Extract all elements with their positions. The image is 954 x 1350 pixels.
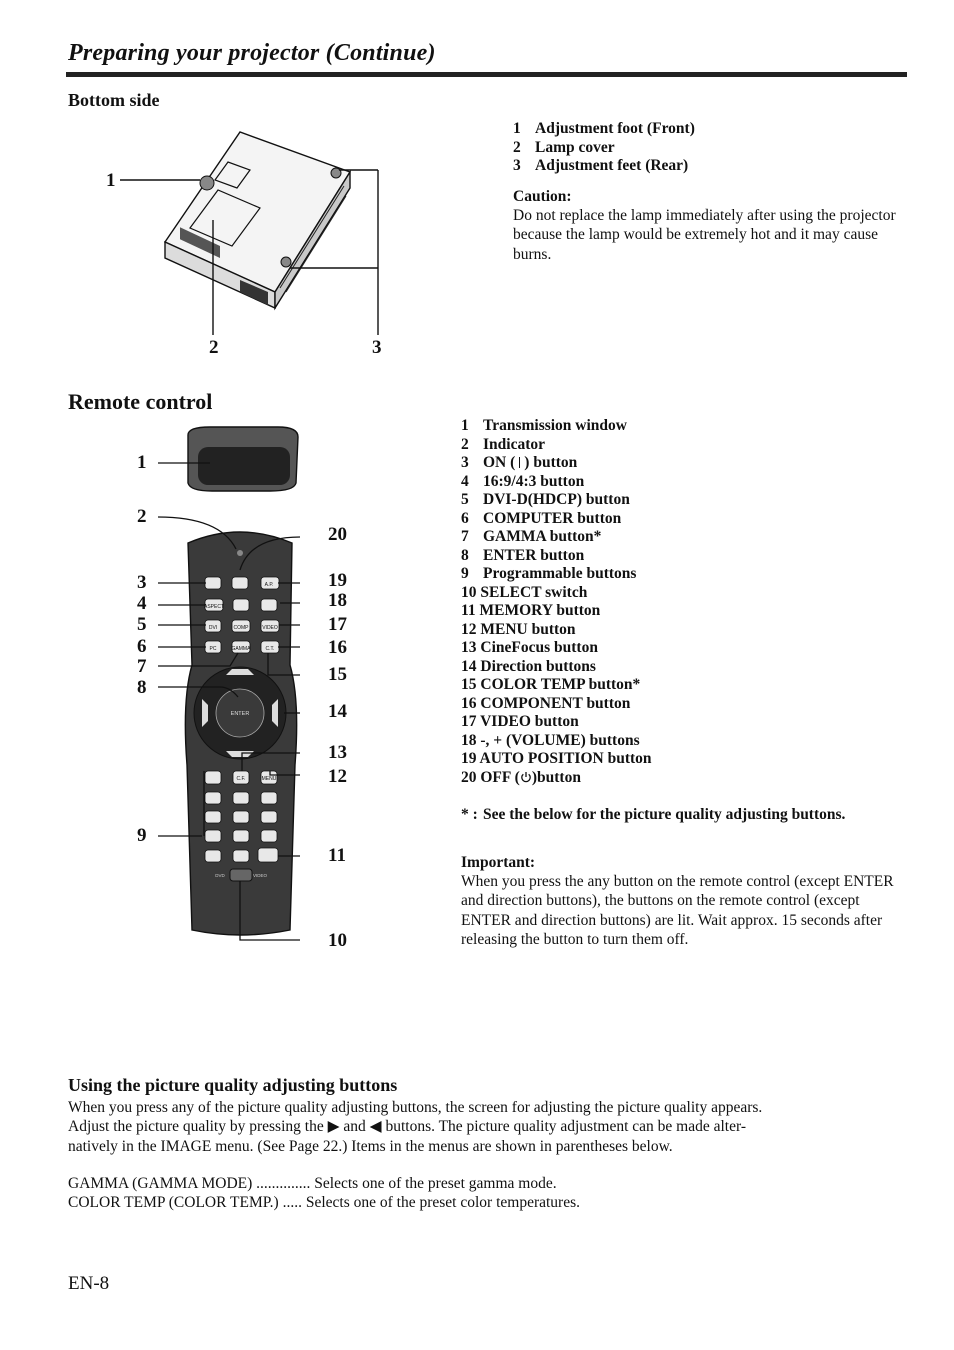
bottom-side-heading: Bottom side bbox=[68, 90, 160, 110]
svg-text:C.T.: C.T. bbox=[266, 646, 275, 652]
power-off-icon bbox=[521, 771, 531, 782]
header-rule bbox=[66, 72, 907, 77]
remote-callout-20: 20 bbox=[328, 524, 347, 545]
important-text: When you press the any button on the rem… bbox=[461, 873, 894, 948]
remote-callout-5: 5 bbox=[137, 614, 147, 635]
remote-callout-3: 3 bbox=[137, 572, 147, 593]
remote-callout-7: 7 bbox=[137, 656, 147, 677]
svg-text:A.P.: A.P. bbox=[265, 582, 274, 588]
remote-callout-lines bbox=[157, 462, 301, 941]
note-star: * : bbox=[461, 806, 478, 823]
svg-text:VIDEO: VIDEO bbox=[253, 873, 268, 878]
svg-text:PC: PC bbox=[210, 646, 217, 652]
list-item: 14 Direction buttons bbox=[461, 657, 596, 675]
svg-text:ENTER: ENTER bbox=[231, 711, 250, 717]
remote-callout-2: 2 bbox=[137, 506, 147, 527]
page-title: Preparing your projector (Continue) bbox=[68, 40, 436, 66]
remote-callout-12: 12 bbox=[328, 766, 347, 787]
remote-callout-6: 6 bbox=[137, 636, 147, 657]
svg-text:GAMMA: GAMMA bbox=[232, 646, 252, 652]
picture-quality-heading: Using the picture quality adjusting butt… bbox=[68, 1075, 398, 1095]
svg-text:MENU: MENU bbox=[262, 776, 277, 782]
list-item: 12 MENU button bbox=[461, 620, 576, 638]
list-item: 11 MEMORY button bbox=[461, 602, 601, 619]
remote-callout-18: 18 bbox=[328, 590, 347, 611]
svg-text:DVD: DVD bbox=[215, 873, 225, 878]
remote-callout-11: 11 bbox=[328, 845, 346, 866]
remote-callout-14: 14 bbox=[328, 701, 347, 722]
svg-text:DVI: DVI bbox=[209, 625, 217, 631]
remote-callout-13: 13 bbox=[328, 742, 347, 763]
svg-text:C.F.: C.F. bbox=[237, 776, 246, 782]
projector-bottom-illustration bbox=[120, 131, 379, 335]
list-item: 19 AUTO POSITION button bbox=[461, 750, 652, 767]
bottom-callout-3: 3 bbox=[372, 337, 382, 358]
power-on-icon bbox=[519, 457, 521, 468]
remote-callout-17: 17 bbox=[328, 614, 347, 635]
remote-callout-10: 10 bbox=[328, 930, 347, 951]
remote-control-heading: Remote control bbox=[68, 389, 213, 414]
bottom-callout-2: 2 bbox=[209, 337, 219, 358]
colortemp-line: COLOR TEMP (COLOR TEMP.) ..... Selects o… bbox=[68, 1194, 580, 1211]
remote-callout-1: 1 bbox=[137, 452, 147, 473]
caution-text: Do not replace the lamp immediately afte… bbox=[513, 207, 896, 263]
list-item: 17 VIDEO button bbox=[461, 713, 579, 730]
remote-callout-16: 16 bbox=[328, 637, 347, 658]
note-text: See the below for the picture quality ad… bbox=[483, 806, 846, 823]
gamma-line: GAMMA (GAMMA MODE) .............. Select… bbox=[68, 1175, 557, 1192]
left-triangle-icon: ◀ bbox=[369, 1118, 382, 1136]
caution-heading: Caution: bbox=[513, 188, 572, 205]
remote-callout-4: 4 bbox=[137, 593, 147, 614]
list-item: 15 COLOR TEMP button* bbox=[461, 676, 641, 693]
svg-text:VIDEO: VIDEO bbox=[262, 625, 278, 631]
page-number: EN-8 bbox=[68, 1273, 110, 1294]
list-item: 20 OFF ()button bbox=[461, 768, 581, 786]
svg-text:ASPECT: ASPECT bbox=[204, 604, 224, 610]
right-triangle-icon: ▶ bbox=[327, 1118, 340, 1136]
remote-callout-15: 15 bbox=[328, 664, 347, 685]
remote-callout-19: 19 bbox=[328, 570, 347, 591]
bottom-callout-1: 1 bbox=[106, 170, 116, 191]
picture-quality-body: When you press any of the picture qualit… bbox=[68, 1099, 763, 1155]
important-heading: Important: bbox=[461, 854, 536, 871]
remote-callout-8: 8 bbox=[137, 677, 147, 698]
remote-callout-9: 9 bbox=[137, 825, 147, 846]
list-item: 13 CineFocus button bbox=[461, 639, 598, 656]
svg-text:COMP: COMP bbox=[234, 625, 250, 631]
list-item: 10 SELECT switch bbox=[461, 583, 588, 601]
remote-control-illustration: A.P. ASPECT DVI COMP VIDEO PC GAMMA C.T.… bbox=[184, 426, 299, 936]
list-item: 16 COMPONENT button bbox=[461, 694, 631, 712]
list-item: 18 -, + (VOLUME) buttons bbox=[461, 731, 640, 749]
